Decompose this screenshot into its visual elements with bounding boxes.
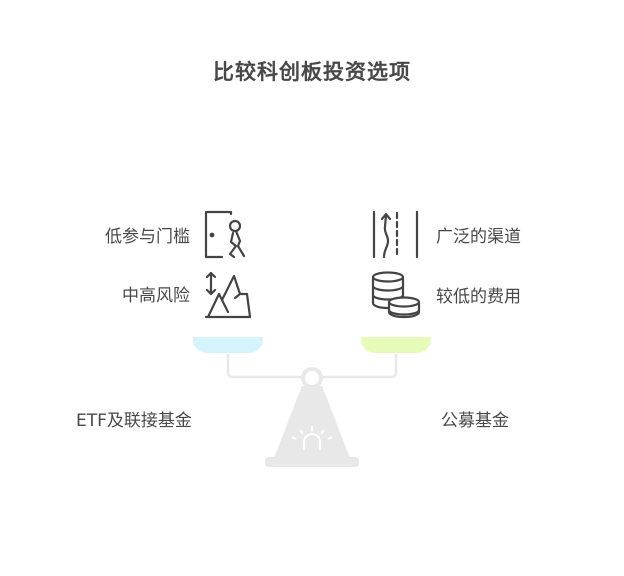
- option-label-public-fund: 公募基金: [441, 411, 509, 431]
- feature-label-low-fees: 较低的费用: [436, 287, 521, 307]
- road-channels-icon: [372, 210, 419, 259]
- scale-beam: [226, 354, 398, 389]
- left-pan: [193, 337, 263, 353]
- scale-stand: [265, 386, 359, 467]
- feature-label-low-barrier: 低参与门槛: [105, 227, 190, 247]
- feature-label-medium-high-risk: 中高风险: [122, 286, 190, 306]
- mountain-risk-icon: [204, 271, 252, 319]
- option-label-etf: ETF及联接基金: [76, 411, 192, 431]
- right-pan: [361, 337, 431, 353]
- page-title: 比较科创板投资选项: [213, 60, 411, 84]
- feature-label-wide-channels: 广泛的渠道: [436, 227, 521, 247]
- door-person-icon: [204, 210, 246, 259]
- coins-icon: [371, 271, 421, 319]
